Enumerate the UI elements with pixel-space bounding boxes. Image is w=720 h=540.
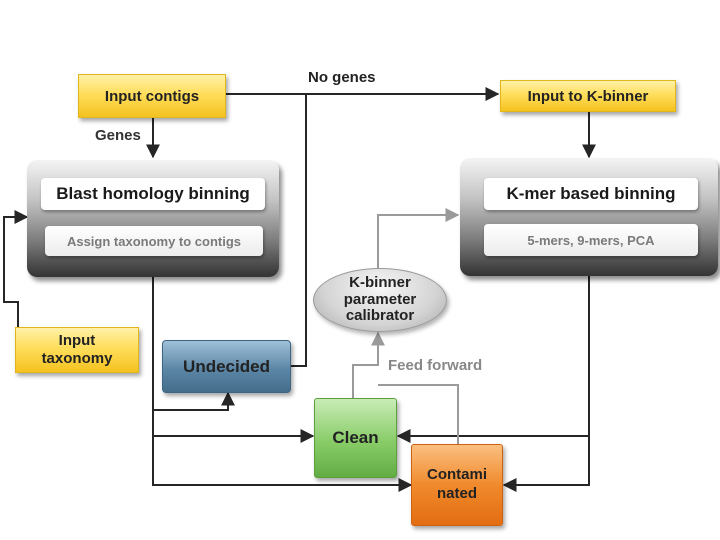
edge-blast-to-undecided xyxy=(152,277,235,411)
edge-contaminated-to-calibrator xyxy=(378,384,459,444)
kbinner-calibrator-node: K-binner parameter calibrator xyxy=(313,268,447,332)
clean-node: Clean xyxy=(314,398,397,478)
blast-binning-title: Blast homology binning xyxy=(41,178,265,210)
edge-clean-to-calibrator xyxy=(352,331,385,398)
kmer-binning-title: K-mer based binning xyxy=(484,178,698,210)
input-taxonomy-node: Input taxonomy xyxy=(15,327,139,373)
undecided-node: Undecided xyxy=(162,340,291,393)
input-to-kbinner-node: Input to K-binner xyxy=(500,80,676,112)
kmer-binning-panel: K-mer based binning 5-mers, 9-mers, PCA xyxy=(460,158,718,276)
edge-kmer-to-contaminated xyxy=(502,436,590,492)
blast-binning-subtitle: Assign taxonomy to contigs xyxy=(45,226,263,256)
contaminated-node: Contami nated xyxy=(411,444,503,526)
edge-taxonomy-to-blast xyxy=(3,210,29,327)
no-genes-label: No genes xyxy=(308,69,376,86)
kmer-binning-subtitle: 5-mers, 9-mers, PCA xyxy=(484,224,698,256)
genes-label: Genes xyxy=(95,127,141,144)
blast-homology-binning-panel: Blast homology binning Assign taxonomy t… xyxy=(27,160,279,277)
edge-calibrator-to-kmer xyxy=(377,208,460,270)
feed-forward-label: Feed forward xyxy=(388,357,483,374)
edge-blast-to-clean xyxy=(152,410,315,443)
input-contigs-node: Input contigs xyxy=(78,74,226,118)
edge-blast-to-contaminated xyxy=(152,436,413,492)
edge-undecided-to-nogenes xyxy=(291,94,307,367)
